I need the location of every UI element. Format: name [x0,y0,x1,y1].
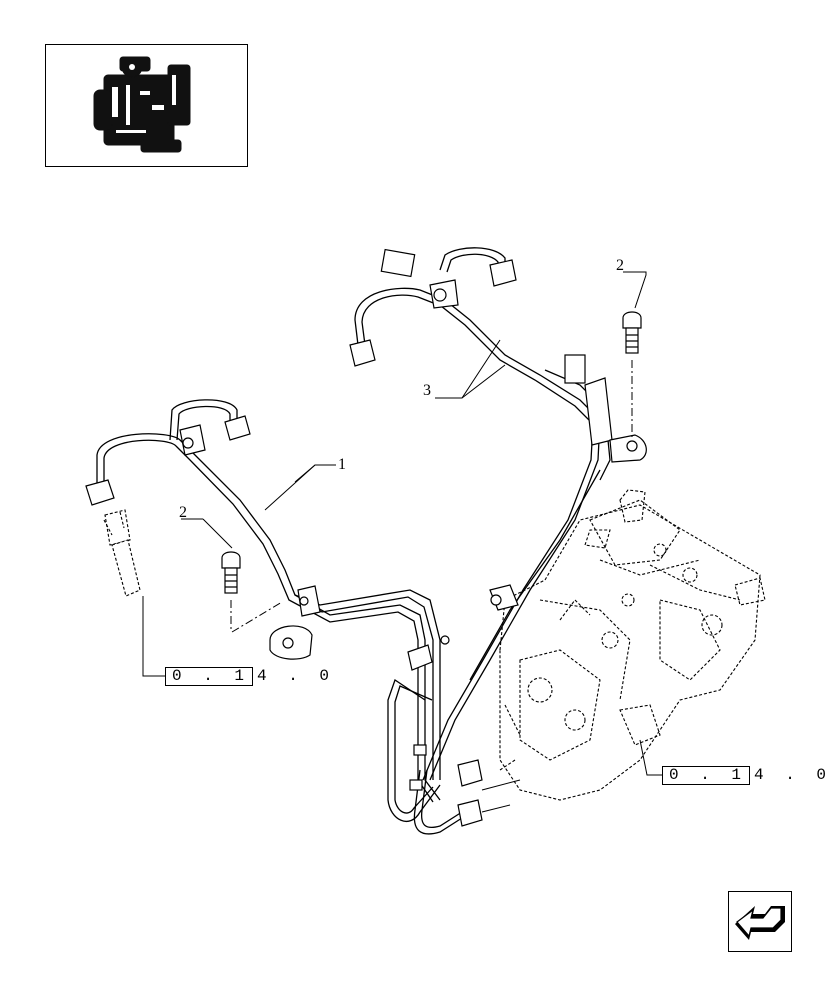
leader-lines [142,271,662,813]
back-navigation-button[interactable] [728,891,792,952]
injector [103,509,141,597]
callout-2-left: 2 [179,504,187,521]
reference-link-left[interactable]: 0 . 1 4 . 0 [165,667,335,686]
reference-rest-part: 4 . 0 [257,667,336,685]
reference-boxed-part: 0 . 1 [165,667,254,686]
pipe-clamps [179,248,613,791]
reference-link-right[interactable]: 0 . 1 4 . 0 [662,766,832,785]
reference-boxed-part: 0 . 1 [662,766,751,785]
callout-2-right: 2 [616,257,624,274]
screw-part-2-right [622,311,642,354]
pipe-set-3 [354,247,611,781]
pipe-set-1 [96,399,463,835]
injection-pump [499,489,766,801]
callout-1: 1 [338,456,346,473]
bracket-plates [269,434,647,660]
pipe-nuts [85,259,517,827]
screw-part-2-left [221,551,241,594]
callout-3: 3 [423,382,431,399]
engine-thumbnail[interactable] [45,44,248,167]
back-arrow-icon [735,906,785,940]
engine-thumbnail-icon [93,56,191,153]
reference-rest-part: 4 . 0 [754,766,833,784]
